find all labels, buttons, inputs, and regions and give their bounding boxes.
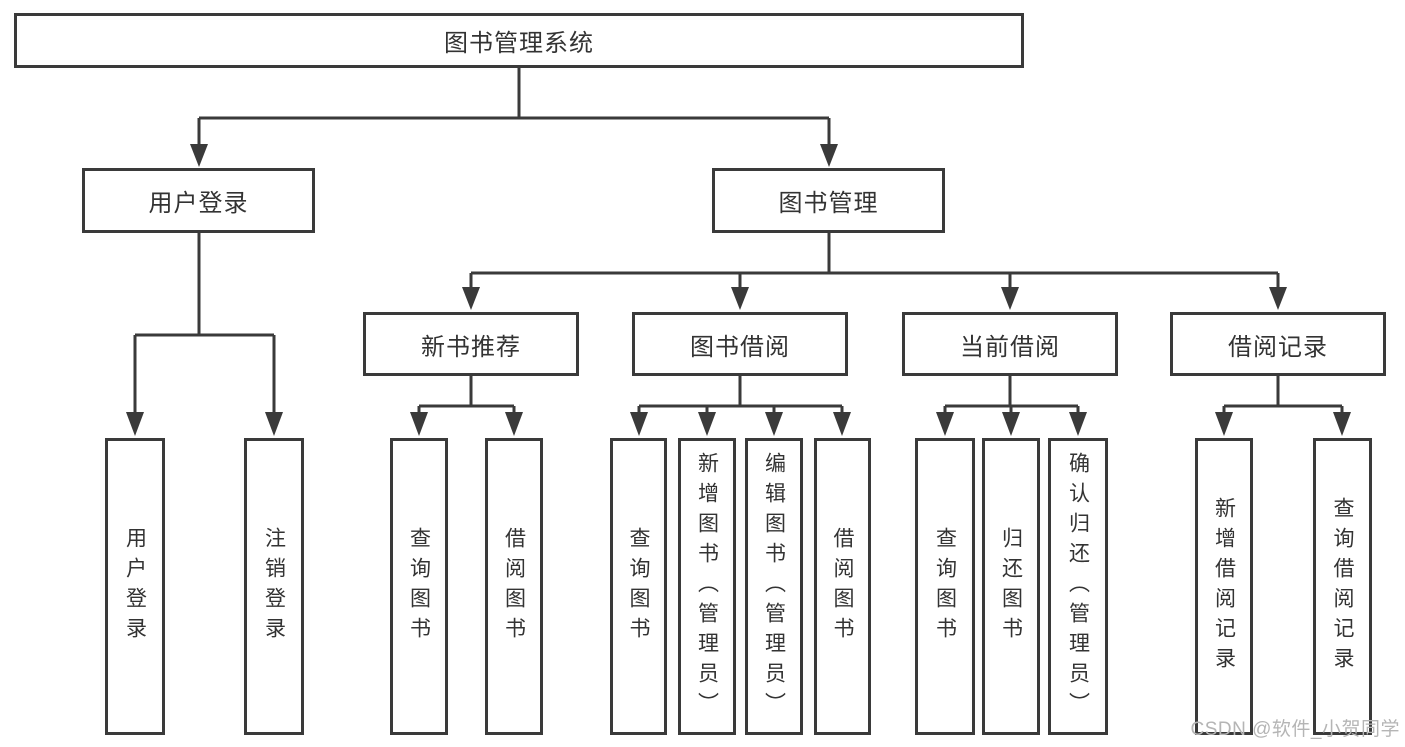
- leaf-logout: 注销登录: [244, 438, 304, 735]
- leaf-query-borrow-record: 查询借阅记录: [1313, 438, 1372, 735]
- leaf-confirm-return-admin-label: 确认归还（管理员）: [1066, 451, 1090, 722]
- leaf-query-books-borrowing-label: 查询图书: [627, 526, 650, 647]
- leaf-borrow-books-borrowing-label: 借阅图书: [831, 526, 854, 647]
- leaf-add-borrow-record: 新增借阅记录: [1195, 438, 1253, 735]
- connector-borrowing-records-to-leaves: [1222, 376, 1344, 413]
- leaf-edit-books-admin-label: 编辑图书（管理员）: [762, 451, 786, 722]
- arrowheads-borrowing-records-leaves: [1215, 412, 1351, 436]
- leaf-query-borrow-record-label: 查询借阅记录: [1331, 496, 1354, 677]
- connector-user-login-to-leaves: [133, 233, 276, 413]
- leaf-user-login-label: 用户登录: [123, 526, 147, 647]
- leaf-borrow-books-newbooks-label: 借阅图书: [502, 526, 526, 647]
- leaf-query-books-current: 查询图书: [915, 438, 975, 735]
- node-book-management-label: 图书管理: [778, 190, 879, 217]
- connector-root-to-level2: [197, 68, 831, 146]
- arrowheads-new-books-leaves: [410, 412, 523, 436]
- arrowheads-current-borrowing-leaves: [936, 412, 1087, 436]
- node-book-borrowing: 图书借阅: [632, 312, 848, 376]
- leaf-user-login: 用户登录: [105, 438, 165, 735]
- csdn-watermark: CSDN @软件_小贺同学: [1190, 719, 1400, 740]
- leaf-add-borrow-record-label: 新增借阅记录: [1212, 496, 1236, 677]
- leaf-query-books-newbooks-label: 查询图书: [407, 526, 431, 647]
- node-borrowing-records: 借阅记录: [1170, 312, 1386, 376]
- leaf-borrow-books-newbooks: 借阅图书: [485, 438, 543, 735]
- arrowheads-level2: [190, 144, 838, 167]
- leaf-edit-books-admin: 编辑图书（管理员）: [745, 438, 803, 735]
- leaf-add-books-admin-label: 新增图书（管理员）: [695, 451, 719, 722]
- connector-book-management-to-level3: [469, 233, 1280, 289]
- node-current-borrowing-label: 当前借阅: [960, 333, 1060, 361]
- node-user-login-label: 用户登录: [148, 190, 249, 217]
- node-user-login: 用户登录: [82, 168, 315, 233]
- leaf-return-books-label: 归还图书: [999, 526, 1023, 647]
- node-root-label: 图书管理系统: [444, 30, 594, 57]
- connector-book-borrowing-to-leaves: [637, 376, 844, 413]
- node-root: 图书管理系统: [14, 13, 1024, 68]
- node-borrowing-records-label: 借阅记录: [1228, 333, 1328, 361]
- connector-new-books-to-leaves: [417, 376, 516, 413]
- leaf-query-books-newbooks: 查询图书: [390, 438, 448, 735]
- leaf-borrow-books-borrowing: 借阅图书: [814, 438, 871, 735]
- node-new-books-label: 新书推荐: [421, 333, 521, 361]
- leaf-add-books-admin: 新增图书（管理员）: [678, 438, 736, 735]
- leaf-query-books-current-label: 查询图书: [933, 526, 957, 647]
- arrowheads-book-borrowing-leaves: [630, 412, 851, 436]
- node-book-management: 图书管理: [712, 168, 945, 233]
- connector-current-borrowing-to-leaves: [943, 376, 1080, 413]
- arrowheads-user-login-leaves: [126, 412, 283, 436]
- node-book-borrowing-label: 图书借阅: [690, 333, 790, 361]
- leaf-confirm-return-admin: 确认归还（管理员）: [1048, 438, 1108, 735]
- arrowheads-level3: [462, 287, 1287, 310]
- node-new-books: 新书推荐: [363, 312, 579, 376]
- leaf-logout-label: 注销登录: [262, 526, 286, 647]
- leaf-query-books-borrowing: 查询图书: [610, 438, 667, 735]
- leaf-return-books: 归还图书: [982, 438, 1040, 735]
- node-current-borrowing: 当前借阅: [902, 312, 1118, 376]
